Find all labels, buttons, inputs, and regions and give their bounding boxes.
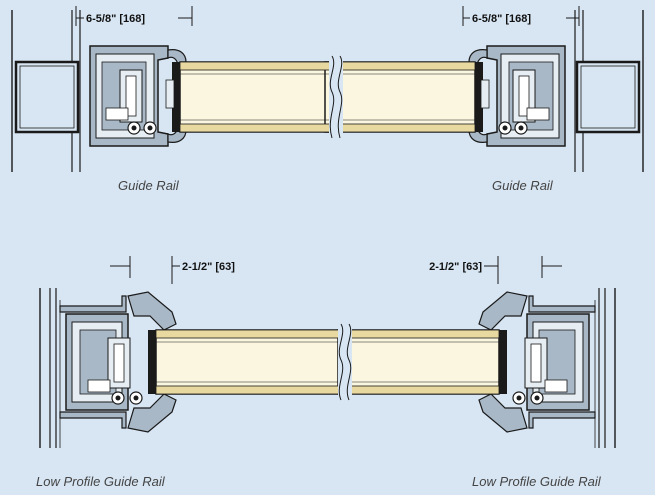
bottom-left-caption: Low Profile Guide Rail bbox=[36, 474, 165, 489]
bottom-right-dimension: 2-1/2" [63] bbox=[429, 256, 562, 284]
top-right-dimension-label: 6-5/8" [168] bbox=[472, 13, 531, 25]
bottom-left-dimension: 2-1/2" [63] bbox=[110, 256, 235, 284]
bottom-left-dimension-label: 2-1/2" [63] bbox=[182, 261, 235, 273]
bottom-right-dimension-label: 2-1/2" [63] bbox=[429, 261, 482, 273]
top-left-dimension-label: 6-5/8" [168] bbox=[86, 13, 145, 25]
top-left-caption: Guide Rail bbox=[118, 178, 179, 193]
top-right-dimension: 6-5/8" [168] bbox=[462, 6, 580, 26]
top-left-guide-rail bbox=[10, 8, 188, 174]
top-right-caption: Guide Rail bbox=[492, 178, 553, 193]
bottom-door-panel bbox=[155, 323, 500, 401]
bottom-right-caption: Low Profile Guide Rail bbox=[472, 474, 601, 489]
top-door-panel bbox=[179, 55, 476, 139]
top-left-dimension: 6-5/8" [168] bbox=[75, 6, 193, 26]
top-right-guide-rail bbox=[467, 8, 645, 174]
